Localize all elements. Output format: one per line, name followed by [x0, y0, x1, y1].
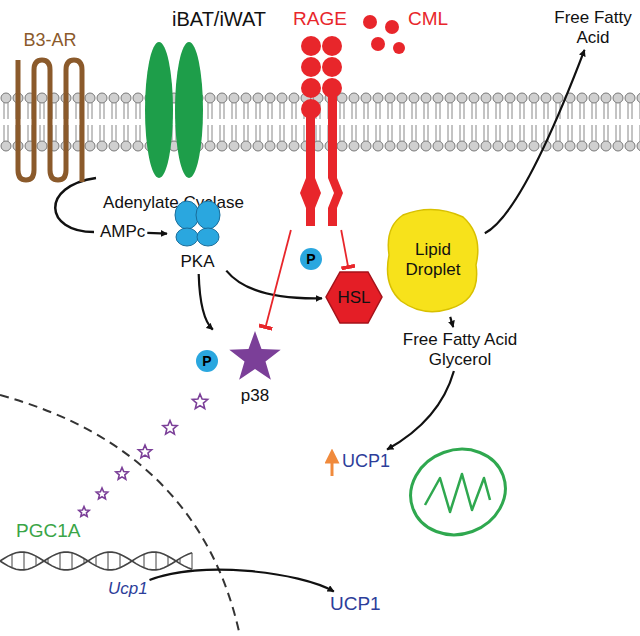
ucp1-protein: UCP1 — [342, 451, 390, 472]
node-text: HSL — [337, 288, 370, 308]
inhibition-line — [266, 230, 291, 327]
rage-receptor: RAGE — [285, 8, 355, 228]
hsl-hexagon: HSL — [325, 270, 383, 325]
increase-arrow — [331, 456, 334, 476]
node-text: B3-AR — [23, 30, 76, 51]
activation-arrow — [199, 274, 213, 330]
phospho-mark: P — [196, 350, 218, 372]
phospho-mark: P — [300, 248, 322, 270]
inhibition-line — [341, 230, 348, 267]
rage-receptor-shape — [285, 8, 355, 228]
node-text: AMPc — [100, 222, 145, 242]
pka-kinase: PKA — [170, 198, 225, 272]
tissue-title: iBAT/iWAT — [172, 8, 266, 31]
activation-arrow — [150, 570, 334, 592]
fatty-acid-out: Free Fatty Acid — [548, 8, 638, 47]
camp-label: AMPc — [100, 222, 145, 242]
mitochondrion — [399, 436, 518, 548]
pgc1a-label: PGC1A — [16, 520, 80, 542]
beta3-receptor: B3-AR — [10, 30, 90, 190]
node-text: PKA — [180, 252, 214, 272]
cell-membrane — [0, 92, 640, 152]
ucp1-gene: Ucp1 — [108, 579, 148, 599]
beta3-receptor-shape — [10, 30, 90, 190]
node-text: Free Fatty Acid — [551, 8, 635, 47]
nucleus-envelope — [0, 395, 240, 636]
lipolysis-products: Free Fatty Acid Glycerol — [392, 330, 528, 369]
adenylate-cyclase: Adenylate Cyclase — [100, 38, 247, 213]
dna-helix — [0, 552, 192, 570]
node-text: RAGE — [293, 8, 347, 30]
node-text: Free Fatty Acid Glycerol — [395, 330, 525, 369]
activation-arrow — [450, 317, 453, 327]
ucp1-translated: UCP1 — [330, 593, 381, 615]
node-text: p38 — [241, 386, 269, 406]
node-text: Ucp1 — [108, 579, 148, 599]
adenylate-cyclase-shape — [100, 38, 247, 213]
p38-star: p38 — [215, 330, 295, 406]
cml-dots — [363, 15, 405, 54]
camp-curve — [55, 178, 96, 232]
p38-translocation-stars — [79, 394, 208, 516]
node-text: Adenylate Cyclase — [103, 193, 244, 213]
node-text: UCP1 — [342, 451, 390, 472]
node-text: UCP1 — [330, 593, 381, 615]
activation-arrow — [147, 232, 167, 235]
lipid-droplet: Lipid Droplet — [383, 205, 483, 315]
activation-arrow — [485, 50, 585, 233]
cml-label: CML — [408, 8, 448, 30]
activation-arrow — [387, 371, 454, 450]
node-text: Lipid Droplet — [393, 240, 473, 279]
